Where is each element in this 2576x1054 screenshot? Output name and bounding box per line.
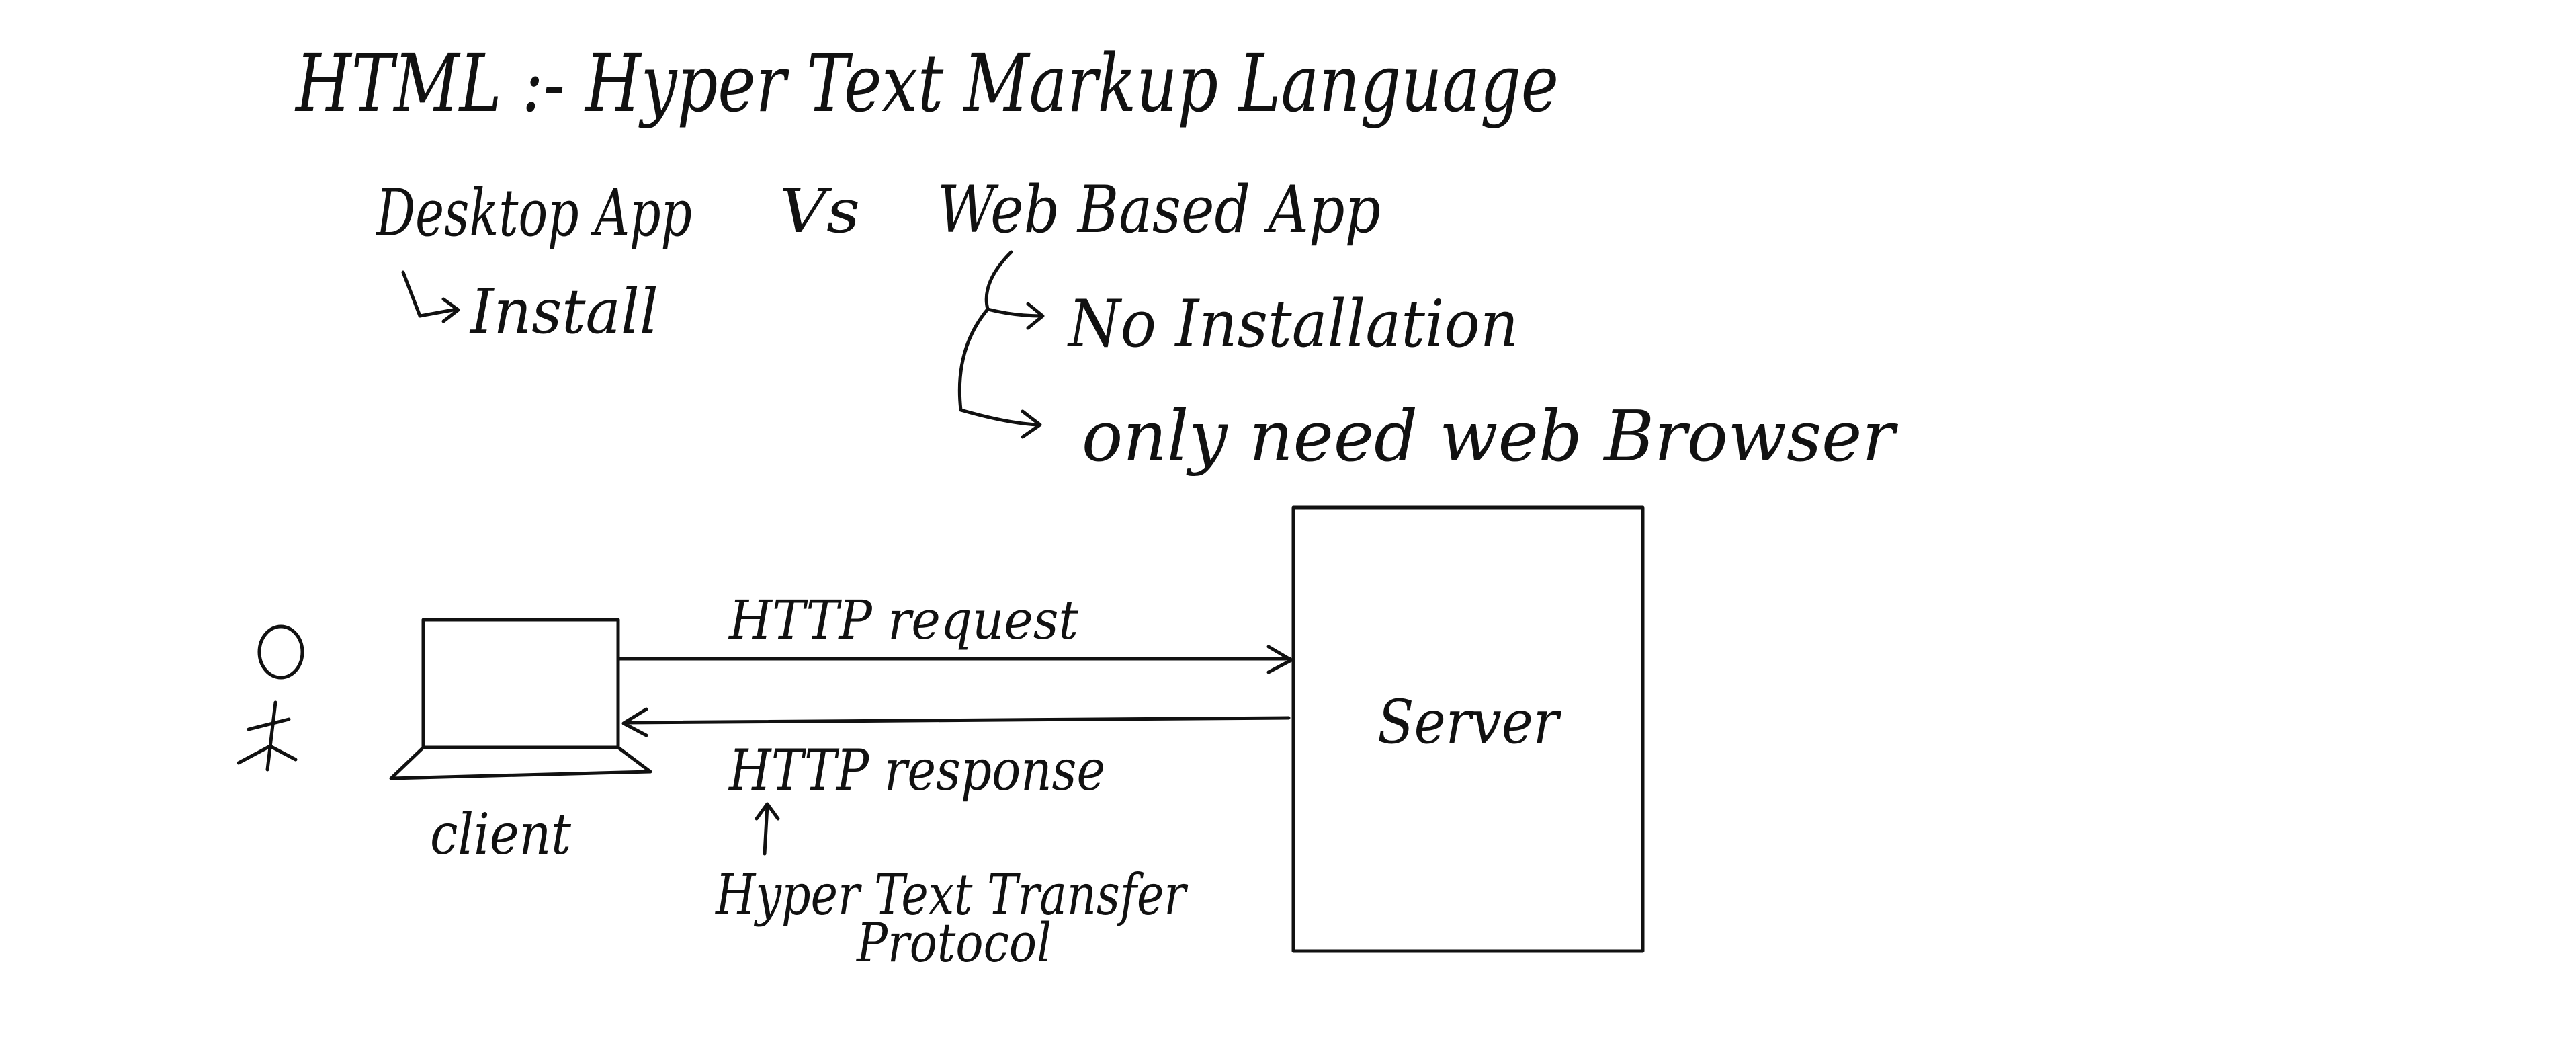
branch-arrow-icon (984, 250, 1045, 330)
branch-arrow-icon (957, 307, 1042, 439)
versus-label: Vs (779, 176, 860, 247)
server-box (1291, 505, 1645, 953)
web-point-browser: only need web Browser (1082, 395, 1898, 477)
pointer-arrow-icon (755, 802, 780, 856)
user-icon (237, 624, 304, 772)
response-label: HTTP response (728, 737, 1105, 803)
web-app-label: Web Based App (937, 172, 1381, 247)
response-arrow (621, 707, 1291, 737)
desktop-app-label: Desktop App (375, 175, 692, 251)
protocol-label-line1: Hyper Text Transfer (714, 862, 1189, 928)
client-label: client (430, 801, 571, 867)
page-title: HTML :- Hyper Text Markup Language (294, 37, 1559, 130)
client-laptop-icon (389, 618, 652, 780)
protocol-label-line2: Protocol (855, 911, 1051, 974)
install-arrow-icon (401, 270, 460, 323)
server-label: Server (1377, 687, 1561, 758)
web-point-no-installation: No Installation (1067, 286, 1518, 362)
request-label: HTTP request (728, 589, 1079, 651)
request-arrow (617, 645, 1293, 674)
desktop-install-note: Install (469, 276, 658, 348)
